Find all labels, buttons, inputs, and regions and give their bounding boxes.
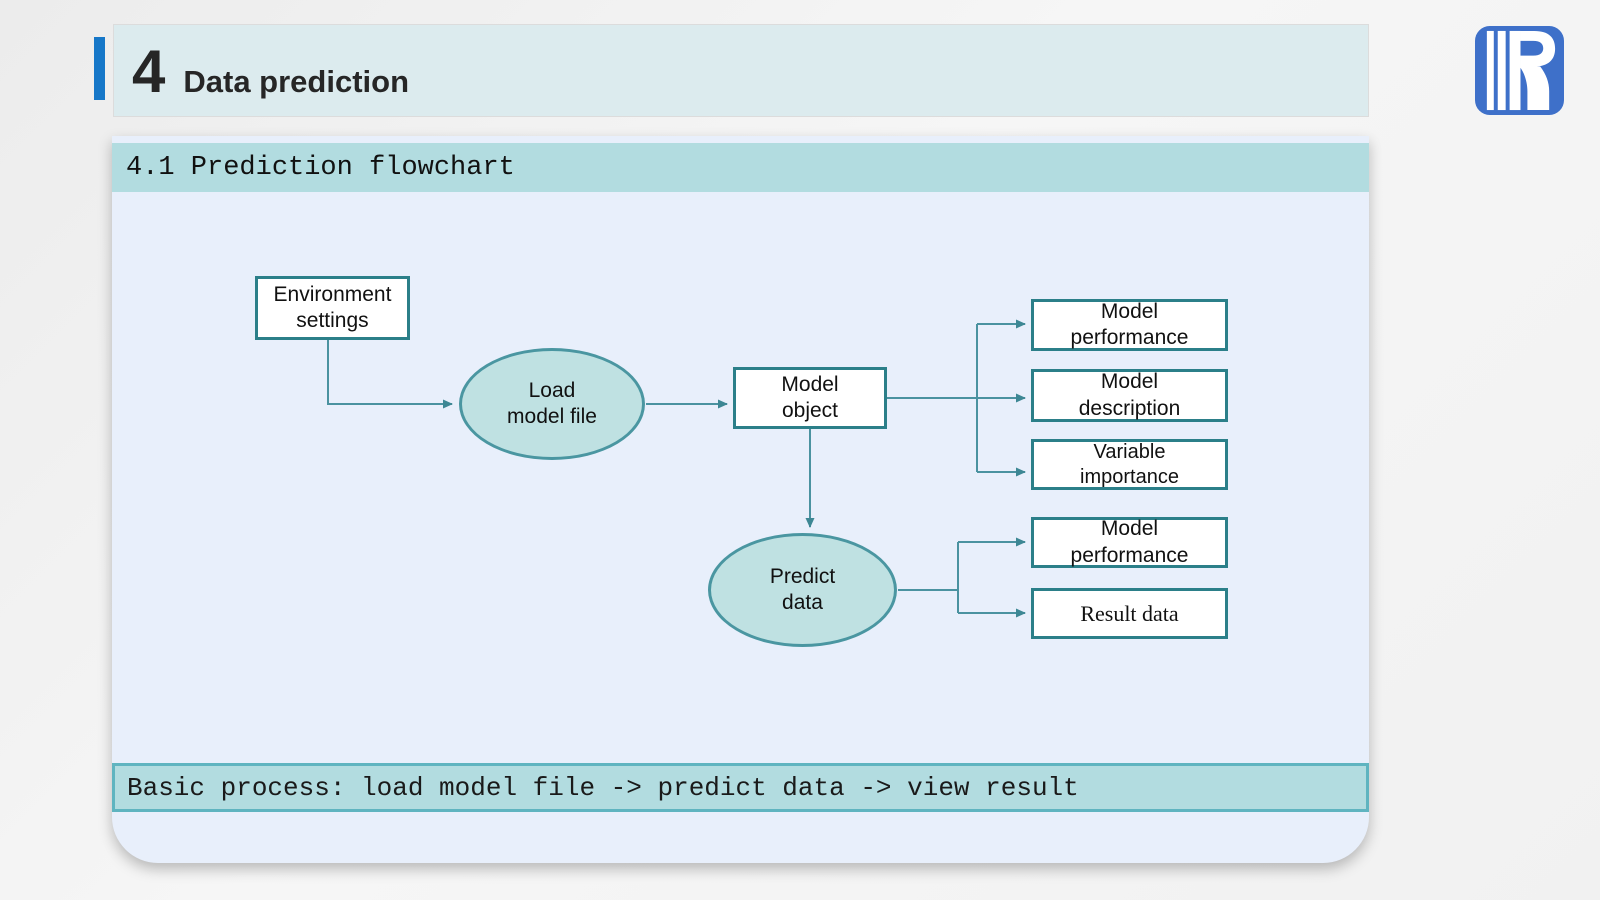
- subsection-header: 4.1 Prediction flowchart: [112, 143, 1369, 192]
- node-model-performance-bottom: Model performance: [1031, 517, 1228, 568]
- section-number: 4: [132, 38, 166, 105]
- node-load-model-file: Load model file: [459, 348, 645, 460]
- node-model-performance-top: Model performance: [1031, 299, 1228, 351]
- node-model-object: Model object: [733, 367, 887, 429]
- basic-process-text: Basic process: load model file -> predic…: [127, 772, 1079, 803]
- node-model-description: Model description: [1031, 369, 1228, 422]
- node-variable-importance: Variable importance: [1031, 439, 1228, 490]
- node-environment-settings: Environment settings: [255, 276, 410, 340]
- r-logo-svg: [1475, 26, 1564, 115]
- node-result-data: Result data: [1031, 588, 1228, 639]
- page-title: Data prediction: [183, 64, 410, 99]
- basic-process-bar: Basic process: load model file -> predic…: [112, 763, 1369, 812]
- r-logo-icon: [1475, 26, 1564, 115]
- page-header: 4 Data prediction: [113, 24, 1369, 117]
- content-panel: 4.1 Prediction flowchart Basic process: …: [112, 136, 1369, 863]
- accent-bar: [94, 37, 105, 100]
- subsection-title: 4.1 Prediction flowchart: [126, 152, 515, 183]
- node-predict-data: Predict data: [708, 533, 897, 647]
